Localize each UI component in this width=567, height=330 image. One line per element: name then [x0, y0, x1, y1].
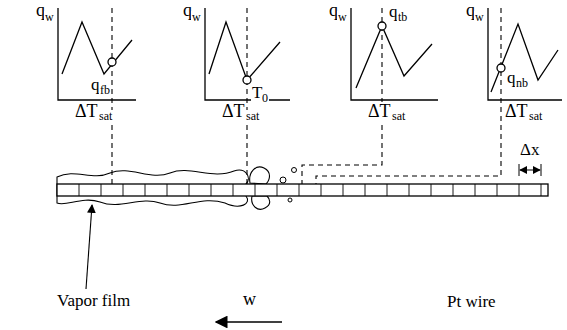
axis-label: ΔT — [74, 102, 99, 122]
state-marker — [108, 58, 116, 66]
plot-axes — [58, 8, 136, 100]
axis-subscript: w — [44, 11, 55, 24]
velocity-arrow — [216, 321, 282, 323]
axis-subscript: w — [191, 11, 202, 24]
vapor-bubble — [280, 177, 286, 183]
dashed-guide — [316, 8, 501, 184]
axis-subscript: w — [474, 11, 485, 24]
boiling-curve — [62, 22, 132, 74]
dashed-guide — [111, 8, 112, 184]
dashed-guide — [302, 8, 382, 184]
point-subscript: 0 — [261, 92, 269, 105]
velocity-label: w — [242, 290, 257, 310]
part-label: Pt wire — [446, 293, 497, 312]
segment-dimension — [519, 164, 541, 176]
part-label: Vapor film — [56, 292, 131, 311]
wire-segments — [79, 184, 541, 196]
boiling-curve — [209, 22, 280, 80]
pt-wire — [57, 184, 548, 196]
point-subscript: fb — [99, 84, 111, 97]
axis-subscript: sat — [98, 110, 113, 123]
vapor-bubble — [252, 196, 270, 209]
vapor-bubble — [292, 168, 297, 173]
axis-subscript: sat — [528, 110, 543, 123]
leader-arrow — [86, 205, 92, 289]
axis-label: ΔT — [504, 102, 529, 122]
vapor-bubble — [250, 167, 270, 184]
point-subscript: nb — [515, 77, 529, 90]
axis-subscript: sat — [245, 110, 260, 123]
state-marker — [497, 64, 505, 72]
vapor-bubble — [288, 198, 292, 202]
axis-subscript: sat — [391, 110, 406, 123]
boiling-curve — [356, 26, 432, 88]
axis-label: ΔT — [367, 102, 392, 122]
dimension-label: Δx — [519, 141, 540, 160]
axis-label: ΔT — [221, 102, 246, 122]
state-marker — [243, 76, 251, 84]
dashed-guide — [246, 8, 247, 184]
plot-axes — [488, 8, 562, 100]
plot-axes — [351, 8, 438, 100]
point-subscript: tb — [397, 11, 408, 24]
state-marker — [378, 22, 386, 30]
axis-subscript: w — [337, 11, 348, 24]
